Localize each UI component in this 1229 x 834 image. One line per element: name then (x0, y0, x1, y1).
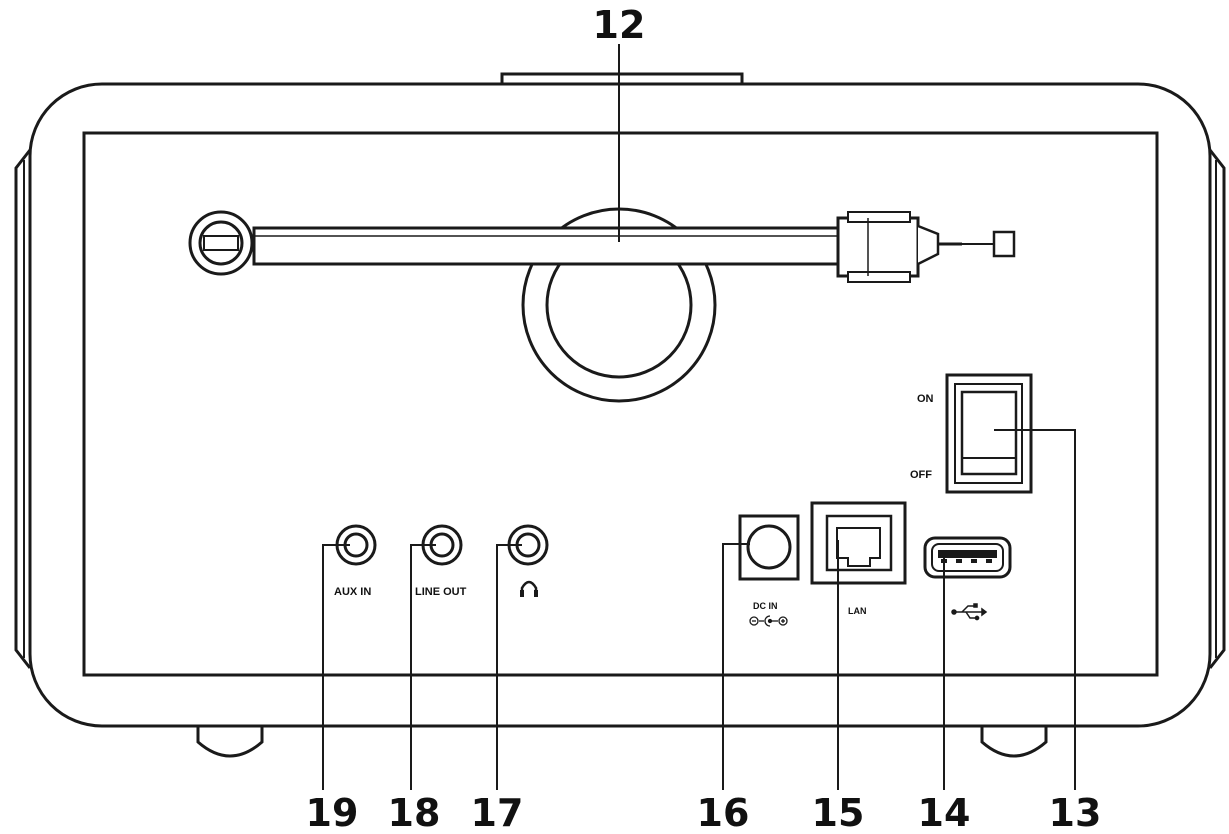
callout-16: 16 (697, 791, 750, 834)
callout-17: 17 (471, 791, 524, 834)
right-side-grille (1208, 149, 1226, 669)
lan-label: LAN (848, 606, 867, 616)
dc-in-socket[interactable] (738, 514, 800, 581)
aux-in-jack[interactable] (335, 524, 377, 566)
callout-15: 15 (812, 791, 865, 834)
usb-port[interactable] (923, 536, 1012, 579)
switch-off-label: OFF (910, 469, 932, 481)
right-foot (980, 724, 1048, 758)
left-side-grille (14, 149, 32, 669)
line-out-label: LINE OUT (415, 586, 467, 598)
switch-on-label: ON (917, 393, 934, 405)
usb-icon (951, 603, 988, 621)
headphone-icon (520, 580, 538, 597)
callout-18: 18 (388, 791, 441, 834)
left-foot (196, 724, 264, 758)
callout-13: 13 (1049, 791, 1102, 834)
dc-in-label: DC IN (753, 601, 778, 611)
callout-12: 12 (593, 3, 646, 47)
dc-polarity-icon (749, 615, 788, 627)
aux-in-label: AUX IN (334, 586, 371, 598)
leader-lines (322, 44, 1076, 790)
line-out-jack[interactable] (421, 524, 463, 566)
telescopic-antenna[interactable] (188, 210, 1016, 283)
power-switch[interactable] (945, 373, 1033, 494)
callout-19: 19 (306, 791, 359, 834)
lan-port[interactable] (810, 501, 907, 585)
callout-14: 14 (918, 791, 971, 834)
